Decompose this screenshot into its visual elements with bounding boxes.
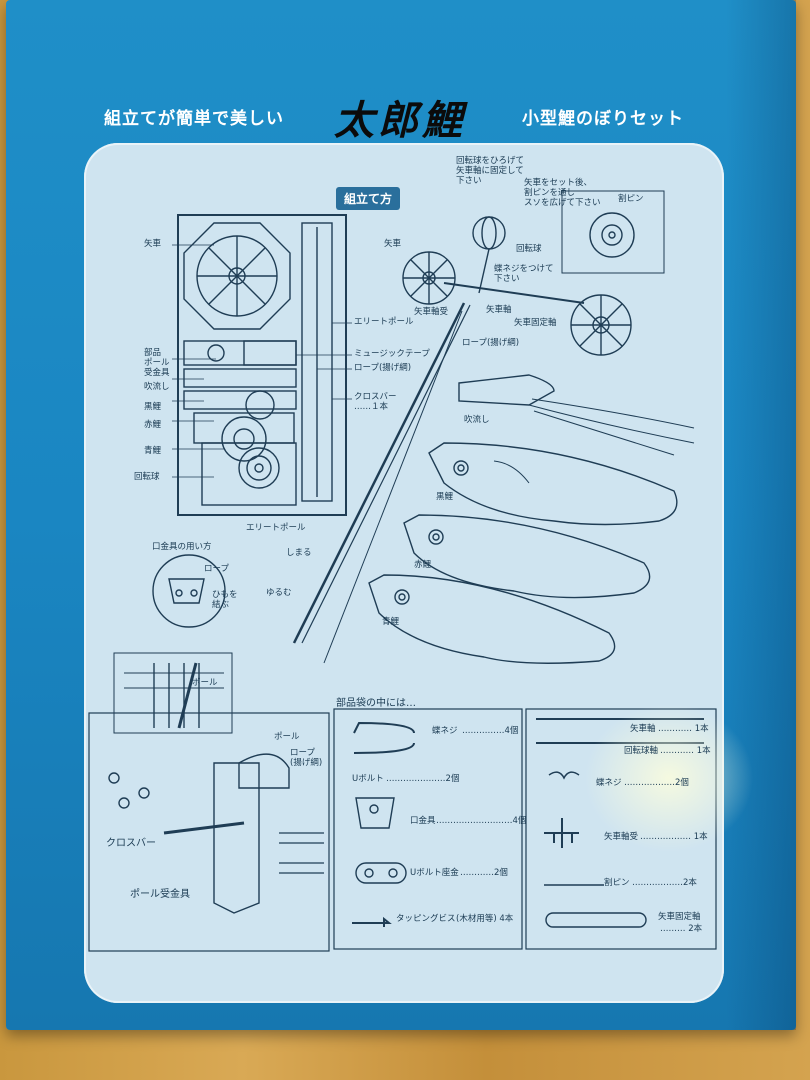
label-yaguruma-jiku: 矢車軸 xyxy=(486,305,512,315)
instruction-panel: 組立て方 矢車 部品 ポール 受金具 吹流し 黒鯉 赤鯉 青鯉 回転球 エリート… xyxy=(84,143,754,1003)
box-header: 組立てが簡単で美しい 太郎鯉 小型鯉のぼりセット xyxy=(6,88,796,144)
kit-pole xyxy=(301,222,333,502)
kurogoi xyxy=(428,442,678,526)
kit-leader-lines xyxy=(172,244,352,478)
akagoi xyxy=(403,514,651,599)
note-chou-neji: 蝶ネジをつけて 下さい xyxy=(494,264,554,284)
kuchigane-detail xyxy=(152,554,226,628)
crossbar xyxy=(163,821,245,835)
parts-left-2-name: Uボルト xyxy=(352,774,384,784)
label-rope-assembly: ロープ(揚げ綱) xyxy=(462,338,520,348)
mount-inset xyxy=(113,652,233,734)
yaguruma-spokes xyxy=(197,236,277,316)
mount-pole-top: ポール xyxy=(192,678,218,688)
label-kaitenkyu: 回転球 xyxy=(134,472,160,482)
yaguruma-top-spokes xyxy=(403,252,455,304)
parts-left-1-name: 蝶ネジ xyxy=(432,726,458,736)
kit-box-outline xyxy=(177,214,347,516)
label-elite-pole: エリートポール xyxy=(354,317,414,327)
parts-left-5-name: タッピングビス xyxy=(396,914,456,924)
note-yaguruma-set: 矢車をセット後、 割ピンを通し スソを広げて下さい xyxy=(524,178,601,208)
instruction-drawing xyxy=(88,190,717,952)
kuchigane-himo: ひもを 結ぶ xyxy=(212,590,238,610)
mount-pole-ukekanagu: ポール受金具 xyxy=(130,889,190,900)
yaguruma-octagon xyxy=(183,222,291,330)
kit-kurogoi xyxy=(183,390,297,410)
parts-right-1-name: 矢車軸 xyxy=(630,724,656,734)
kit-fukinagashi xyxy=(183,368,297,388)
label-kurogoi: 黒鯉 xyxy=(144,402,162,412)
parts-bag-title: 部品袋の中には… xyxy=(336,698,416,709)
parts-left-5-qty: (木材用等) 4本 xyxy=(456,914,514,924)
tagline-right: 小型鯉のぼりセット xyxy=(522,109,684,129)
aogoi xyxy=(368,574,616,664)
brand-logo: 太郎鯉 xyxy=(334,97,466,144)
parts-left-4-name: Uボルト座金 xyxy=(410,868,459,878)
parts-right-6-name: 矢車固定軸 xyxy=(658,912,701,922)
parts-right-4-name: 矢車軸受 xyxy=(604,832,639,842)
box-side-shade xyxy=(726,0,796,1030)
kit-parts-bag xyxy=(183,340,297,366)
kit-aogoi xyxy=(201,442,297,506)
parts-right-5-qty: ………………2本 xyxy=(632,878,697,888)
parts-bag-left xyxy=(333,708,523,950)
kuchigane-part xyxy=(355,797,395,829)
label-elite-pole-assembly: エリートポール xyxy=(246,523,306,533)
parts-right-5-name: 割ピン xyxy=(604,878,630,888)
kuchigane-title: 口金具の用い方 xyxy=(152,542,212,552)
main-pole xyxy=(292,302,466,644)
parts-right-2-qty: ………… 1本 xyxy=(660,746,711,756)
label-fukinagashi: 吹流し xyxy=(144,382,170,392)
note-kaitenkyu: 回転球をひろげて 矢車軸に固定して 下さい xyxy=(456,156,525,186)
mount-pole: ポール xyxy=(274,732,300,742)
rope-line xyxy=(323,310,463,664)
label-yaguruma-top: 矢車 xyxy=(384,239,402,249)
label-music-tape: ミュージックテープ xyxy=(354,349,430,359)
label-yaguruma: 矢車 xyxy=(144,239,162,249)
parts-left-3-name: 口金具 xyxy=(410,816,436,826)
pole-bracket xyxy=(213,762,260,914)
tagline-left: 組立てが簡単で美しい xyxy=(104,109,284,129)
label-yaguruma-koteijiku: 矢車固定軸 xyxy=(514,318,557,328)
parts-left-2-qty: …………………2個 xyxy=(386,774,460,784)
mount-diagram-frame xyxy=(88,712,330,952)
parts-left-4-qty: …………2個 xyxy=(460,868,508,878)
parts-right-1-qty: ………… 1本 xyxy=(658,724,709,734)
parts-right-6-qty: ……… 2本 xyxy=(660,924,703,934)
yaguruma-axle xyxy=(443,282,585,304)
parts-right-3-name: 蝶ネジ xyxy=(596,778,622,788)
label-yurumu: ゆるむ xyxy=(266,588,292,598)
parts-right-2-name: 回転球軸 xyxy=(624,746,659,756)
instructions-title: 組立て方 xyxy=(336,187,401,210)
label-akagoi-assembly: 赤鯉 xyxy=(414,560,432,570)
label-warupin: 割ピン xyxy=(618,194,644,204)
label-shimaru: しまる xyxy=(286,548,312,558)
label-buhin: 部品 xyxy=(144,348,162,358)
mount-rope: ロープ (揚げ綱) xyxy=(290,748,323,768)
mount-crossbar: クロスバー xyxy=(106,838,156,849)
label-aogoi-assembly: 青鯉 xyxy=(382,617,400,627)
parts-right-4-qty: ……………… 1本 xyxy=(640,832,708,842)
kuchigane-rope: ロープ xyxy=(204,564,229,574)
parts-left-3-qty: ………………………4個 xyxy=(436,816,527,826)
parts-right-3-qty: ………………2個 xyxy=(624,778,689,788)
warupin-inset xyxy=(561,190,665,274)
label-aogoi: 青鯉 xyxy=(144,446,162,456)
label-crossbar-kit: クロスバー ……１本 xyxy=(354,392,397,412)
label-pole-uke: ポール 受金具 xyxy=(144,358,170,378)
label-rope-kit: ロープ(揚げ綱) xyxy=(354,363,412,373)
product-box: 組立てが簡単で美しい 太郎鯉 小型鯉のぼりセット xyxy=(6,0,796,1030)
label-kaitenkyu-top: 回転球 xyxy=(516,244,542,254)
label-kurogoi-assembly: 黒鯉 xyxy=(436,492,454,502)
label-akagoi: 赤鯉 xyxy=(144,420,162,430)
fukinagashi xyxy=(458,374,555,406)
label-yaguruma-jikuuke: 矢車軸受 xyxy=(414,307,449,317)
kaitenkyu-ball xyxy=(472,216,506,250)
parts-left-1-qty: ……………4個 xyxy=(462,726,519,736)
label-fukinagashi-assembly: 吹流し xyxy=(464,415,490,425)
